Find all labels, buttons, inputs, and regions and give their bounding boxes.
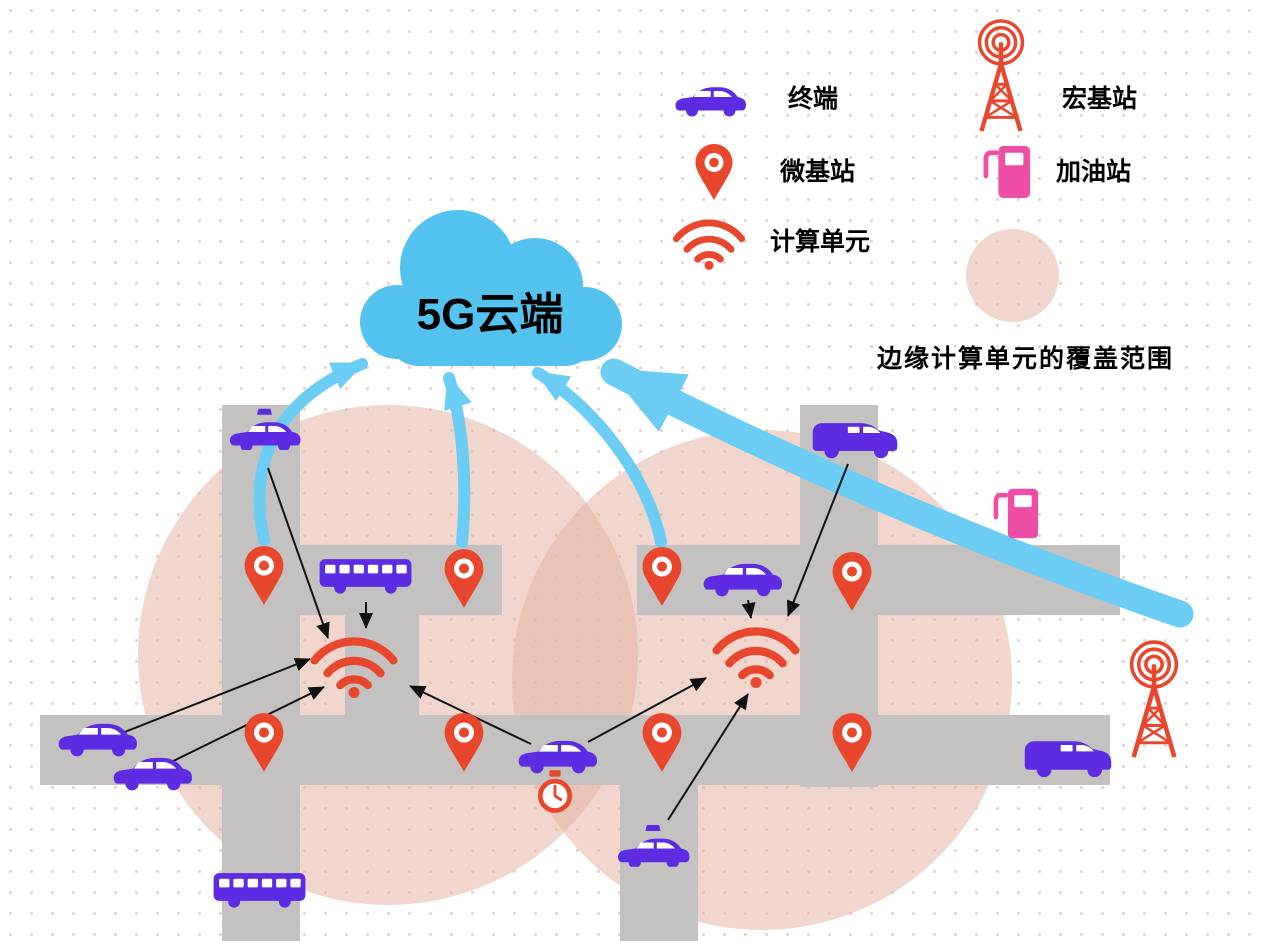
- gas-pump-icon: [993, 486, 1041, 541]
- cloud-5g: 5G云端: [355, 198, 625, 373]
- bus-icon: [212, 870, 307, 908]
- link-van-to-edge-unit-right: [786, 463, 849, 617]
- van-icon: [1022, 733, 1114, 779]
- micro-base-station-icon: [831, 712, 873, 773]
- taxi-icon: [615, 824, 691, 867]
- link-taxi-to-edge-unit-left: [267, 467, 330, 639]
- cloud-label: 5G云端: [416, 290, 564, 339]
- micro-base-station-icon: [243, 545, 285, 606]
- uplink-arrow-macro-to-cloud: [600, 358, 1194, 628]
- stopwatch-icon: [536, 770, 574, 814]
- link-center-car-to-edge-unit-right: [587, 677, 707, 743]
- taxi-icon: [227, 408, 302, 450]
- van-icon: [810, 415, 900, 460]
- link-car1-to-edge-unit-left: [111, 657, 311, 738]
- link-top-car-to-edge-unit-right: [741, 599, 756, 619]
- uplink-arrow-pin2-to-cloud: [443, 372, 472, 548]
- macro-base-station-icon: [1108, 638, 1200, 760]
- car-icon: [700, 558, 784, 598]
- cloud-shape: [360, 210, 622, 366]
- link-bottom-taxi-to-edge-unit-right: [667, 693, 749, 821]
- computing-unit-wifi-icon: [710, 622, 802, 688]
- bus-icon: [318, 556, 413, 594]
- micro-base-station-icon: [831, 551, 873, 612]
- car-icon: [515, 735, 599, 775]
- link-car2-to-edge-unit-left: [154, 686, 325, 771]
- micro-base-station-icon: [243, 712, 285, 773]
- uplink-arrow-pin1-to-cloud: [253, 358, 368, 546]
- micro-base-station-icon: [641, 712, 683, 773]
- car-icon: [110, 752, 194, 792]
- micro-base-station-icon: [641, 546, 683, 607]
- uplink-arrow-pin3-to-cloud: [532, 367, 667, 548]
- micro-base-station-icon: [443, 712, 485, 773]
- computing-unit-wifi-icon: [308, 632, 400, 698]
- micro-base-station-icon: [443, 548, 485, 609]
